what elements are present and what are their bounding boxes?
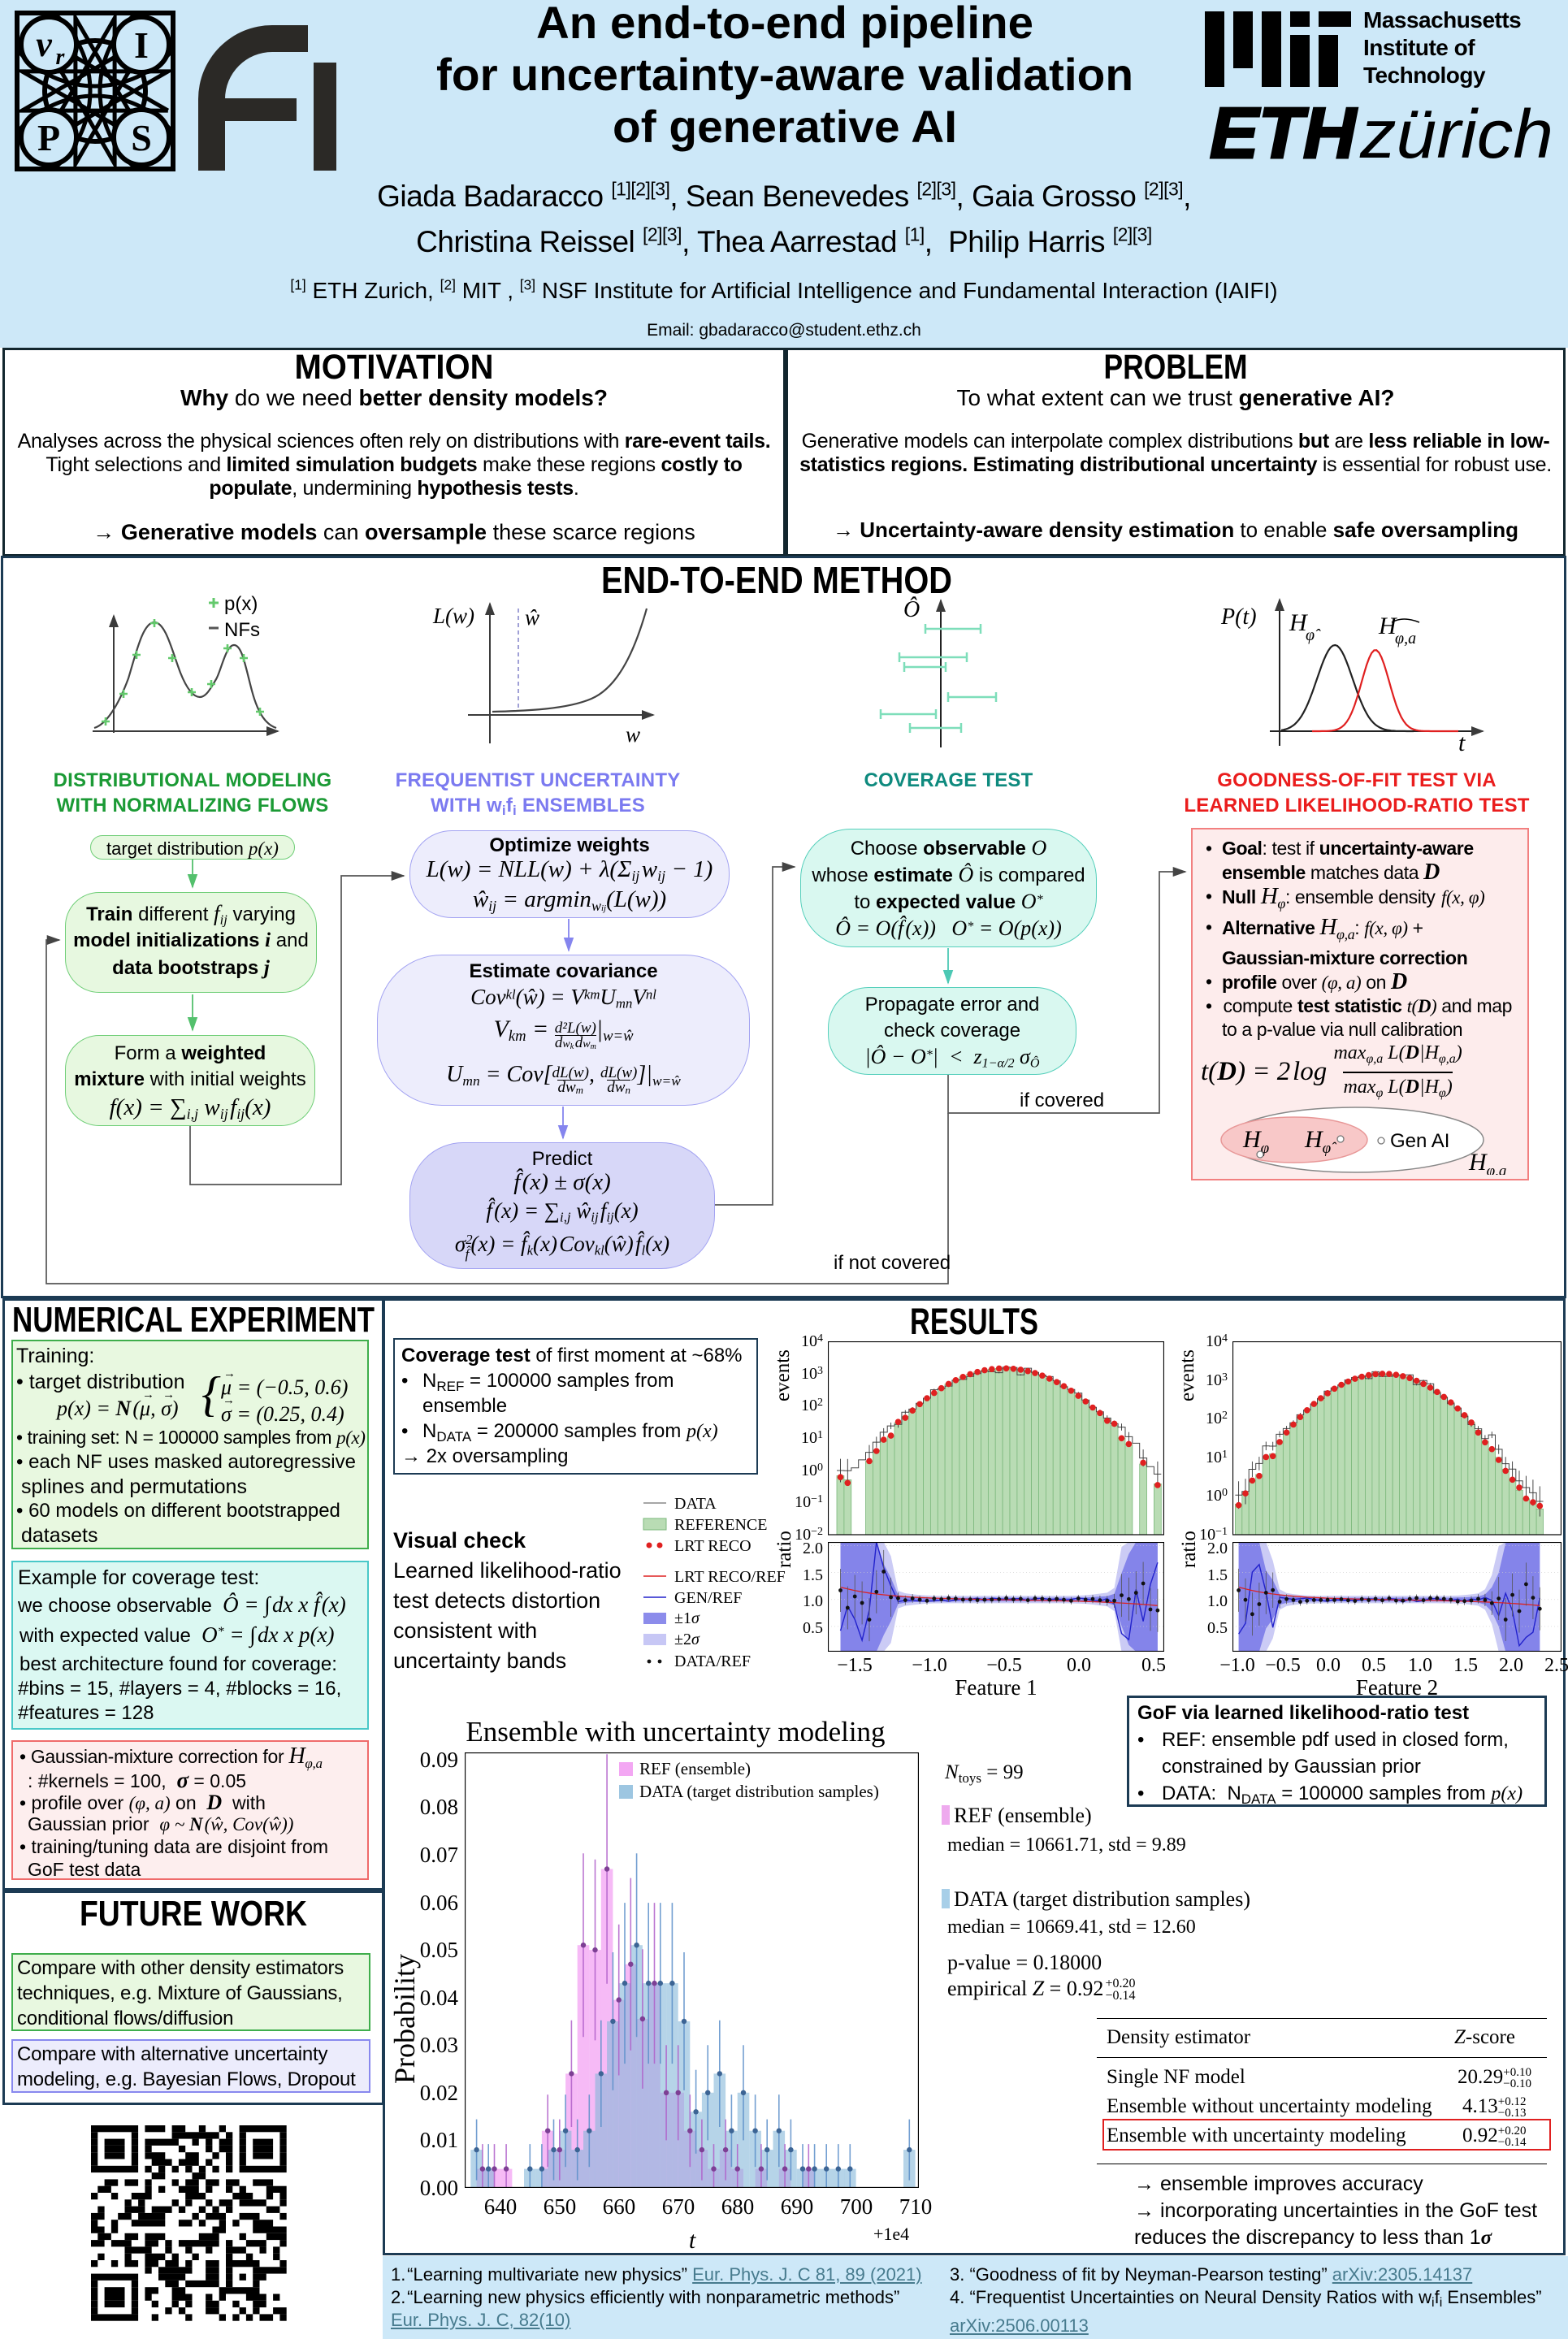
svg-text:zürich: zürich [1359,96,1553,168]
svg-text:φ,a: φ,a [1395,630,1416,648]
svg-text:LRT RECO/REF: LRT RECO/REF [674,1568,786,1586]
svg-text:NUMERICAL EXPERIMENT: NUMERICAL EXPERIMENT [12,1301,375,1340]
svg-text:p(x): p(x) [224,593,258,615]
svg-text:An end-to-end pipeline: An end-to-end pipeline [536,0,1033,48]
svg-text:t: t [1458,730,1466,754]
svg-text:H: H [1378,613,1398,639]
svg-text:MOTIVATION: MOTIVATION [295,348,494,385]
svg-text:L(w): L(w) [432,604,474,628]
svg-text:ETH: ETH [1210,93,1358,168]
svg-text:RESULTS: RESULTS [910,1301,1038,1341]
svg-text:GEN/REF: GEN/REF [674,1589,742,1607]
svg-text:P: P [37,117,60,158]
svg-text:REF (ensemble): REF (ensemble) [639,1759,751,1778]
svg-text:ν: ν [36,24,52,64]
svg-text:ŵ: ŵ [525,605,539,630]
svg-text:Hφ,a: Hφ,a [1468,1149,1506,1175]
svg-text:DATA: DATA [674,1495,717,1513]
svg-text:FUTURE WORK: FUTURE WORK [80,1895,307,1934]
svg-text:PROBLEM: PROBLEM [1104,348,1248,385]
svg-text:LRT RECO: LRT RECO [674,1537,752,1555]
svg-text:±1σ: ±1σ [674,1609,700,1627]
svg-text:±2σ: ±2σ [674,1631,700,1648]
svg-text:I: I [134,24,149,66]
svg-text:for uncertainty-aware validati: for uncertainty-aware validation [436,49,1133,100]
svg-text:Ô: Ô [903,597,920,622]
svg-text:w: w [626,722,640,747]
svg-text:Hφ: Hφ [1242,1126,1269,1157]
svg-text:NFs: NFs [224,619,260,641]
svg-text:P(t): P(t) [1220,604,1257,630]
svg-text:END-TO-END METHOD: END-TO-END METHOD [601,559,952,601]
svg-text:S: S [131,117,152,158]
svg-text:DATA (target distribution samp: DATA (target distribution samples) [639,1782,879,1801]
svg-text:r: r [56,45,66,70]
svg-text:REFERENCE: REFERENCE [674,1516,767,1534]
svg-text:DATA/REF: DATA/REF [674,1652,751,1670]
svg-text:Gen AI: Gen AI [1390,1130,1449,1152]
svg-text:of generative AI: of generative AI [613,101,957,152]
svg-text:H: H [1289,609,1309,636]
